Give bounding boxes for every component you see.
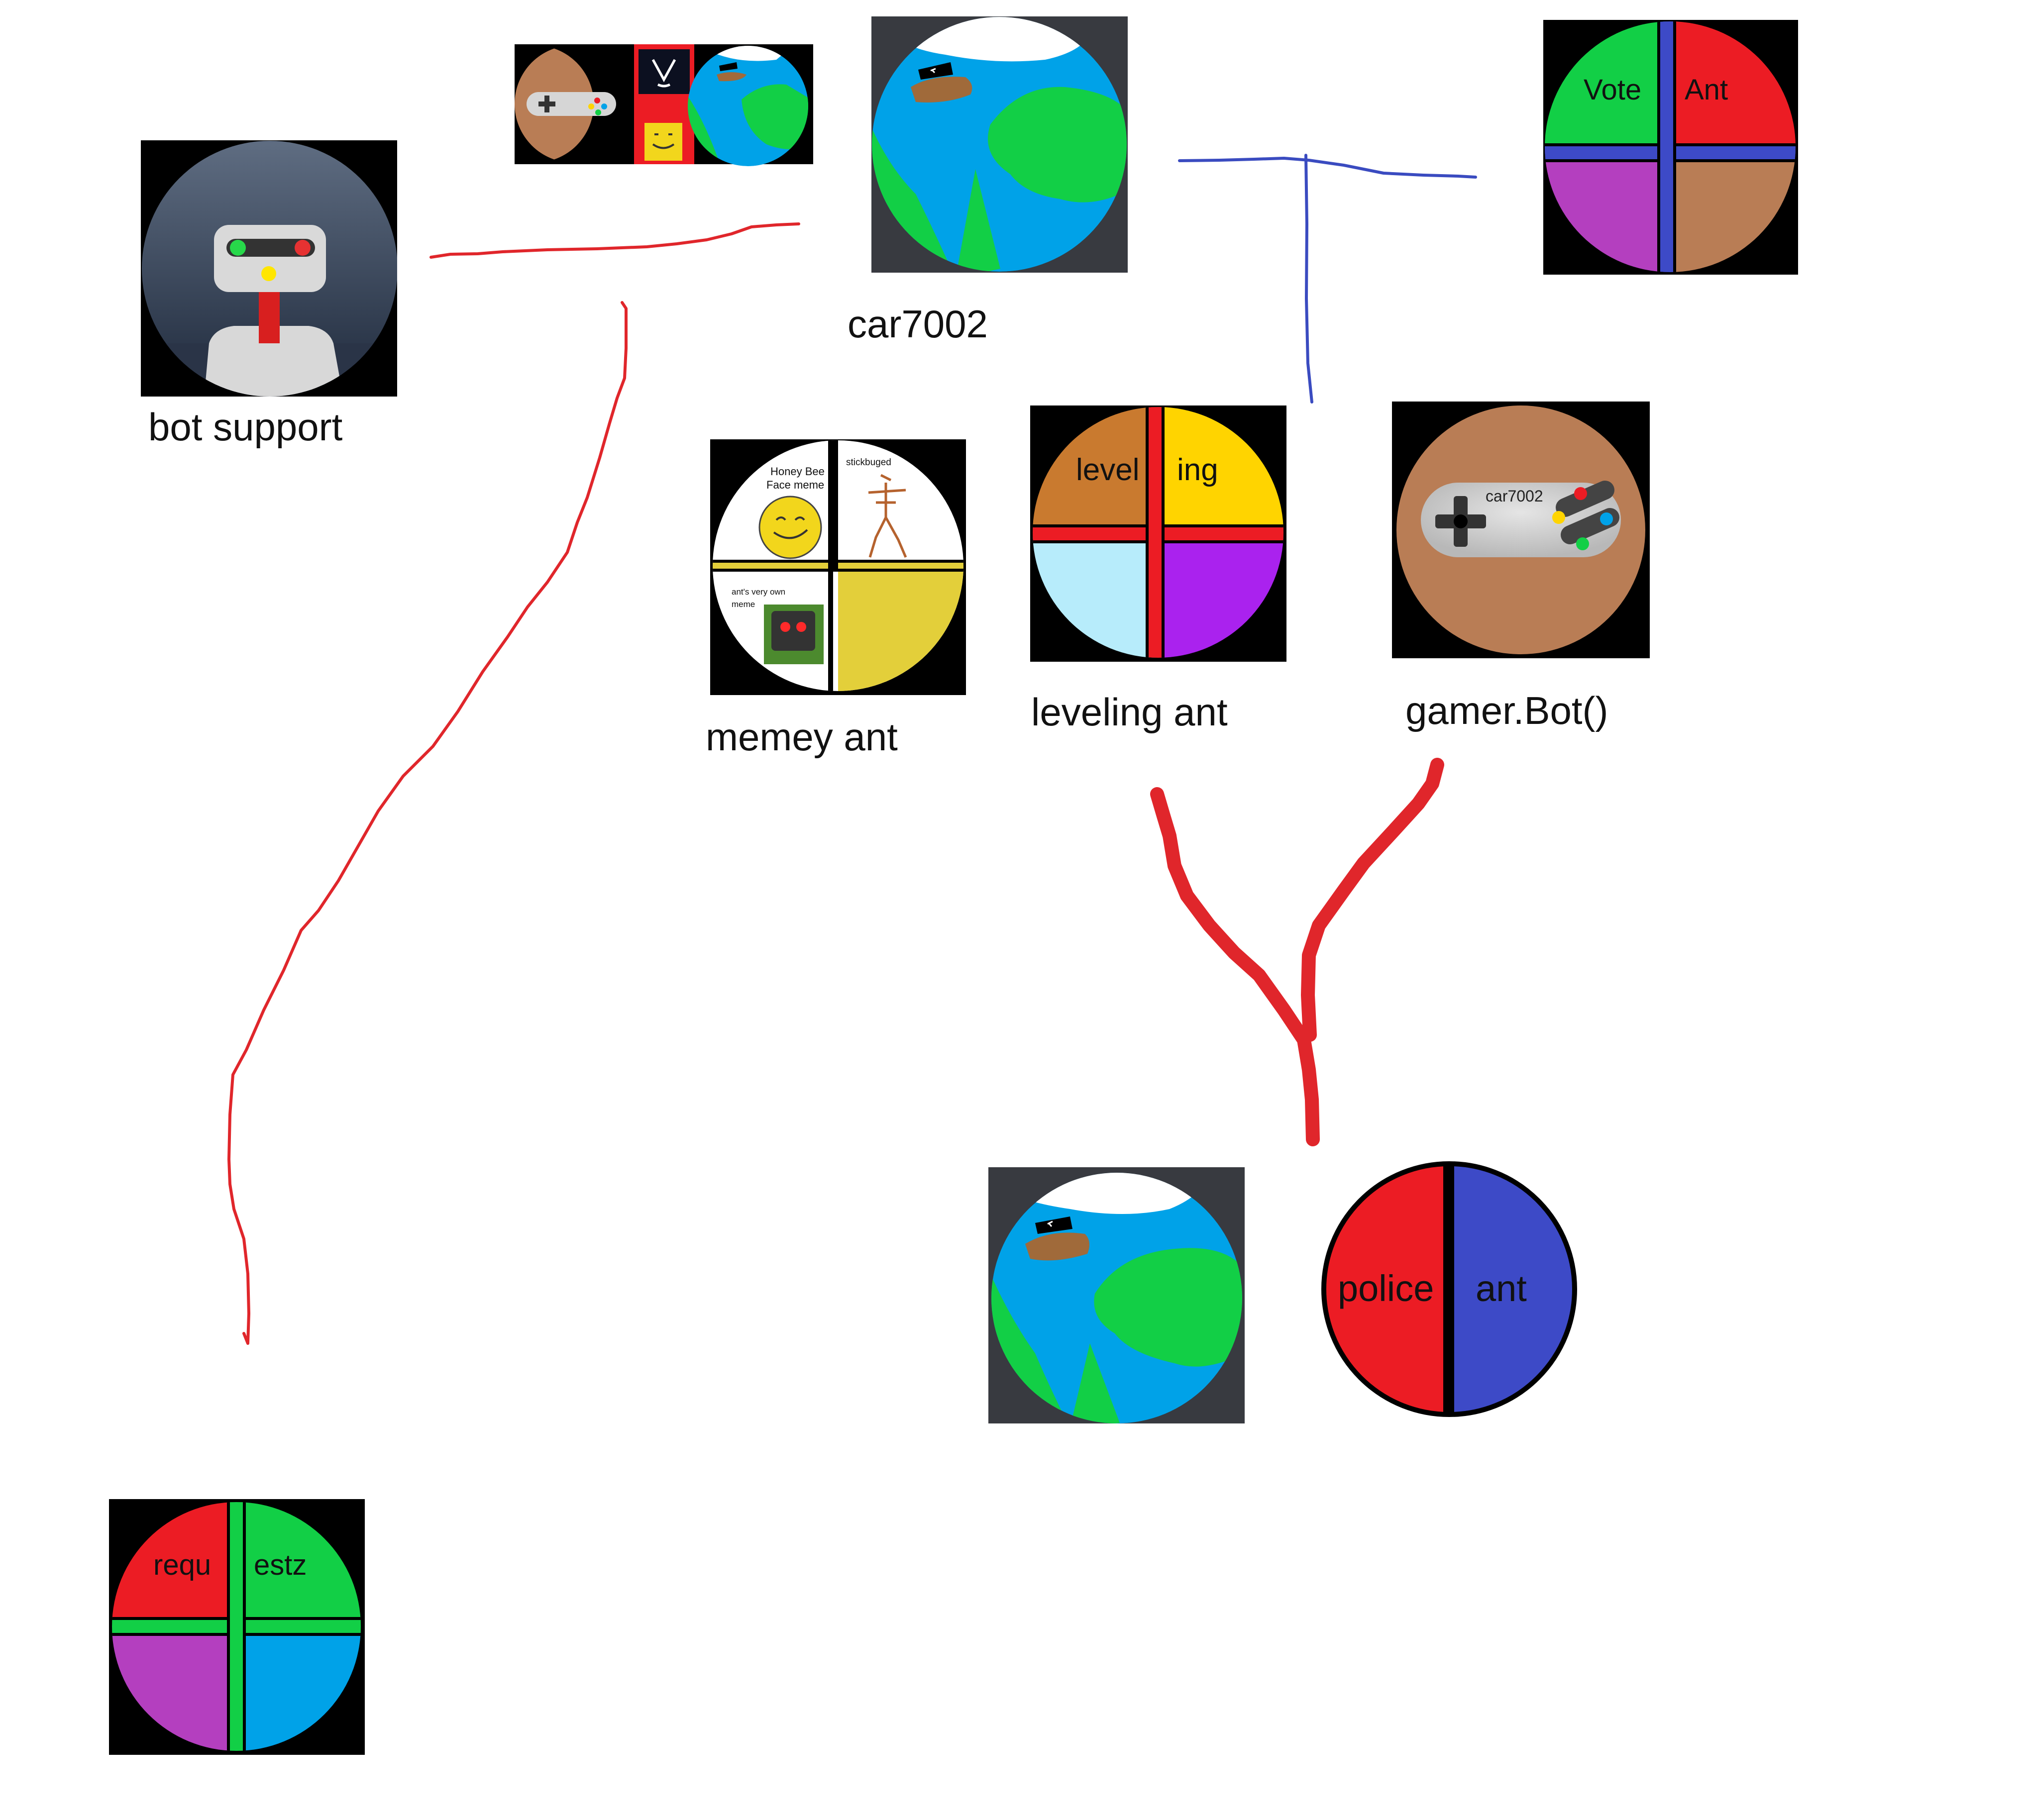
requestz-text-right: estz [254, 1549, 307, 1581]
memey-ant-caption-stickbuged: stickbuged [846, 457, 891, 468]
leveling-ant-text-left: level [1076, 453, 1140, 487]
collage-controller-icon [527, 92, 616, 116]
car7002-label: car7002 [848, 302, 988, 346]
gamer-controller-icon [1421, 481, 1621, 557]
collage-logo-icon [651, 59, 676, 88]
memey-ant-caption-own-meme-1: ant's very own [732, 587, 785, 597]
vote-ant-text-left: Vote [1584, 74, 1641, 106]
connector-bot-to-car7002 [429, 222, 800, 259]
leveling-ant-text-right: ing [1177, 453, 1218, 487]
node-vote-ant[interactable]: Vote Ant [1543, 20, 1798, 275]
memey-ant-caption-own-meme-2: meme [732, 600, 755, 609]
leveling-ant-label: leveling ant [1031, 690, 1228, 734]
connectors [227, 154, 1477, 1345]
node-car7002[interactable]: car7002 [848, 15, 1130, 346]
requestz-avatar [112, 1502, 361, 1751]
memey-ant-caption-honey-bee-2: Face meme [766, 479, 824, 491]
memey-ant-caption-honey-bee-1: Honey Bee [770, 465, 825, 478]
police-ant-outline [1321, 1161, 1577, 1417]
connector-y-merge [1150, 758, 1444, 1146]
police-ant-text-left: police [1338, 1268, 1434, 1309]
node-bot-support[interactable]: bot support [141, 140, 397, 449]
node-requestz[interactable]: requ estz [109, 1499, 365, 1755]
gamer-controller-text: car7002 [1486, 487, 1543, 505]
node-leveling-ant[interactable]: level ing leveling ant [1030, 405, 1286, 734]
node-earth-avatar[interactable] [988, 1164, 1245, 1428]
requestz-text-left: requ [153, 1549, 211, 1581]
car7002-earth-avatar [872, 17, 1127, 272]
connector-car7002-to-requestz [227, 301, 628, 1345]
bot-support-label: bot support [148, 405, 343, 449]
node-collage[interactable] [515, 40, 813, 169]
collage-smiley-tile [644, 123, 682, 161]
vote-ant-text-right: Ant [1685, 74, 1728, 106]
collage-earth-avatar [688, 46, 808, 166]
memey-ant-label: memey ant [706, 715, 898, 759]
node-gamer-bot[interactable]: car7002 gamer.Bot() [1392, 402, 1650, 732]
gamer-bot-label: gamer.Bot() [1405, 689, 1608, 732]
node-police-ant[interactable]: police ant [1321, 1161, 1577, 1417]
collage-smiley-icon [652, 133, 675, 149]
connector-car7002-to-gamer-bot [1178, 154, 1477, 404]
node-memey-ant[interactable]: Honey Bee Face meme stickbuged ant's ver… [706, 439, 967, 759]
police-ant-text-right: ant [1476, 1268, 1527, 1309]
leveling-ant-avatar [1033, 407, 1283, 658]
